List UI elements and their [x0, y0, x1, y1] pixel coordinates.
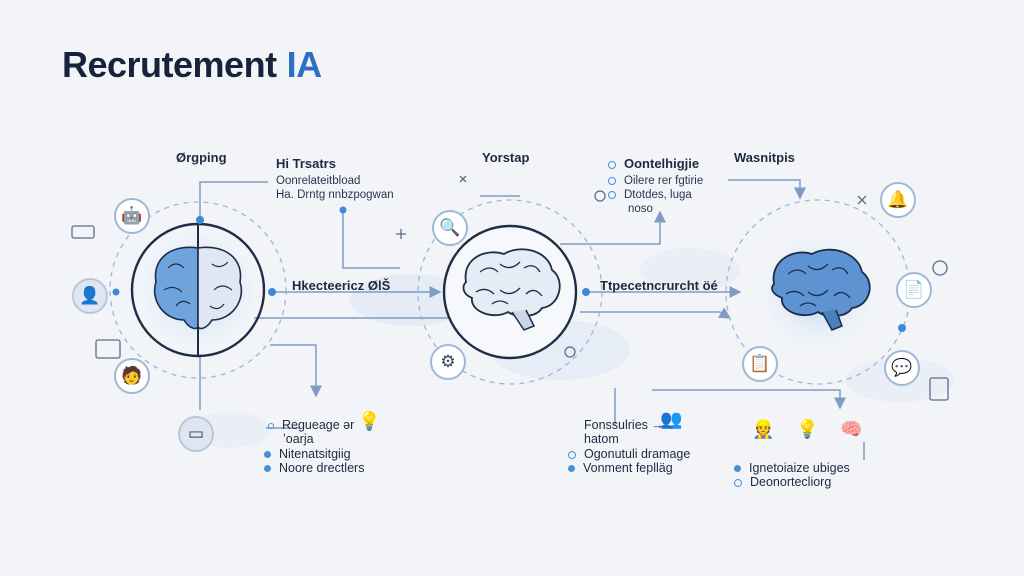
- worker-icon: 👷: [752, 419, 775, 439]
- stage3-brain-node: [758, 232, 878, 352]
- stage2-top-line-2: Ha. Drntg nnbzpogwan: [276, 189, 394, 201]
- stage1-brain-node: [130, 222, 266, 358]
- bullet-icon: [734, 478, 742, 487]
- clipboard-icon: 📋: [742, 346, 778, 382]
- idea-icon: 💡: [796, 419, 819, 439]
- stage2-heading: Yorstap: [482, 150, 530, 165]
- stage2-point-3: Ogonutuli dramage: [568, 447, 690, 462]
- stage1-point-4: Noore drectlers: [264, 461, 364, 476]
- title-main: Recrutement: [62, 44, 277, 85]
- lightbulb-icon: 💡: [358, 411, 381, 431]
- stage3-top-line-3: noso: [628, 203, 653, 215]
- stage1-label: Hkecteericz ØlŠ: [292, 278, 391, 293]
- connector-dots: [112, 206, 906, 332]
- bullet-icon: [608, 160, 616, 169]
- stage1-point-1: Regueage ər: [268, 418, 354, 433]
- stage3-point-1: Ignetoiaize ubiges: [734, 461, 850, 476]
- stage2-top-line-1: Oonrelateitbload: [276, 175, 361, 187]
- chat-icon: ▭: [178, 416, 214, 452]
- people-icon: 👥: [660, 409, 683, 429]
- stage2-top-heading: Hi Trsatrs: [276, 156, 336, 171]
- stage1-point-3: Nitenatsitgiig: [264, 447, 351, 462]
- title-accent: IA: [286, 44, 323, 85]
- stage2-point-1: Fonssulries →: [584, 418, 664, 432]
- stage1-heading: Ørgping: [176, 150, 227, 165]
- head-icon: 🧠: [840, 419, 863, 439]
- connector-lines: [199, 179, 865, 460]
- bell-icon: 🔔: [880, 182, 916, 218]
- stage3-top-line-2: Dtotdes, luga: [608, 188, 692, 203]
- document-icon: 📄: [896, 272, 932, 308]
- bullet-icon: [608, 190, 616, 199]
- bullet-icon: [734, 465, 741, 473]
- bullet-icon: [264, 451, 271, 459]
- bullet-icon: [268, 422, 274, 429]
- chat-bubble-icon: 💬: [884, 350, 920, 386]
- stage2-label: Ttpecetncrurcht öé: [600, 278, 718, 293]
- bullet-icon: [264, 465, 271, 473]
- bullet-icon: [568, 450, 576, 459]
- decor-icons: [71, 175, 949, 401]
- magnifier-icon: 🔍: [432, 210, 468, 246]
- stage3-point-2: Deonortecliorg: [734, 475, 831, 490]
- stage2-brain-node: [442, 224, 578, 360]
- stage2-point-2: hatom: [584, 432, 619, 446]
- bullet-icon: [568, 465, 575, 473]
- stage3-top-line-1: Oilere rer fgtirie: [608, 174, 703, 189]
- robot-icon: 🤖: [114, 198, 150, 234]
- gear-icon: ⚙: [430, 344, 466, 380]
- bullet-icon: [608, 176, 616, 185]
- stage3-top-heading: Oontelhigjie: [608, 156, 699, 171]
- user-icon: 👤: [72, 278, 108, 314]
- stage2-point-4: Vonment feplläg: [568, 461, 673, 476]
- stage3-heading: Wasnitpis: [734, 150, 795, 165]
- person-icon: 🧑: [114, 358, 150, 394]
- stage1-point-2: ʼoarja: [283, 432, 314, 446]
